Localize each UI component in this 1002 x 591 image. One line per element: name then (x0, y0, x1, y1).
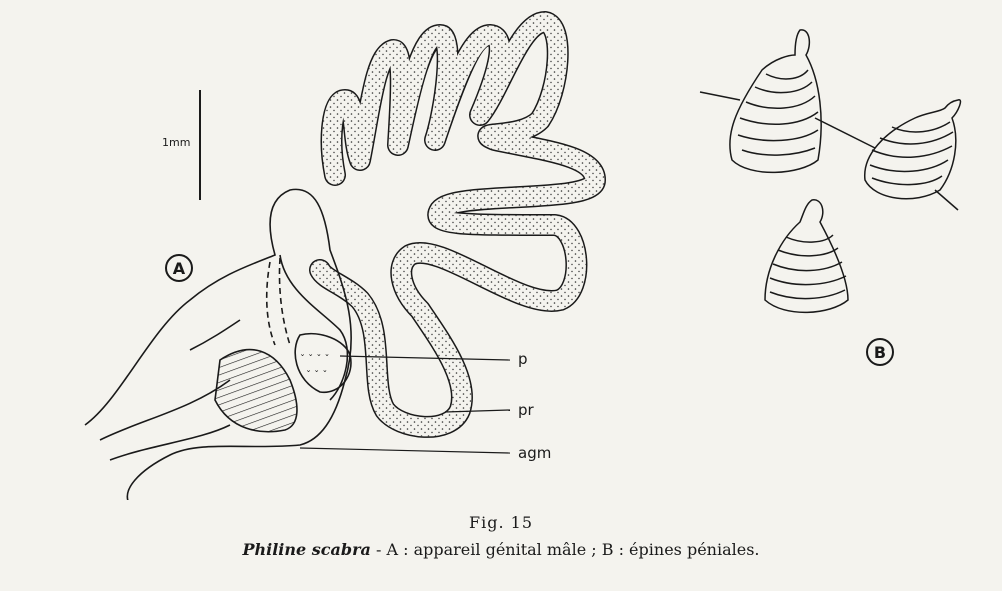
svg-text:ˇ ˇ ˇ ˇ: ˇ ˇ ˇ ˇ (300, 353, 330, 365)
panel-b-letter: B (874, 343, 886, 362)
label-pr-text: pr (518, 401, 535, 419)
panel-a-marker: A (166, 255, 192, 281)
svg-text:ˇ ˇ ˇ: ˇ ˇ ˇ (306, 369, 327, 381)
label-p-text: p (518, 350, 528, 368)
species-name: Philine scabra (242, 540, 370, 559)
panel-b-marker: B (867, 339, 893, 365)
figure-caption: Fig. 15 Philine scabra - A : appareil gé… (0, 513, 1002, 559)
panel-a-letter: A (173, 259, 186, 278)
genital-apparatus: ˇ ˇ ˇ ˇ ˇ ˇ ˇ (85, 189, 351, 500)
scale-bar: 1mm (162, 90, 200, 200)
figure-drawing: 1mm A ˇ ˇ ˇ ˇ ˇ ˇ ˇ p pr agm (0, 0, 1002, 500)
figure-number: Fig. 15 (0, 513, 1002, 532)
label-agm: agm (300, 444, 551, 462)
penial-spines (700, 30, 960, 313)
caption-description: - A : appareil génital mâle ; B : épines… (371, 540, 760, 559)
prostate-duct (320, 22, 595, 427)
figure-caption-text: Philine scabra - A : appareil génital mâ… (0, 540, 1002, 559)
label-agm-text: agm (518, 444, 551, 462)
scale-bar-label: 1mm (162, 136, 190, 149)
